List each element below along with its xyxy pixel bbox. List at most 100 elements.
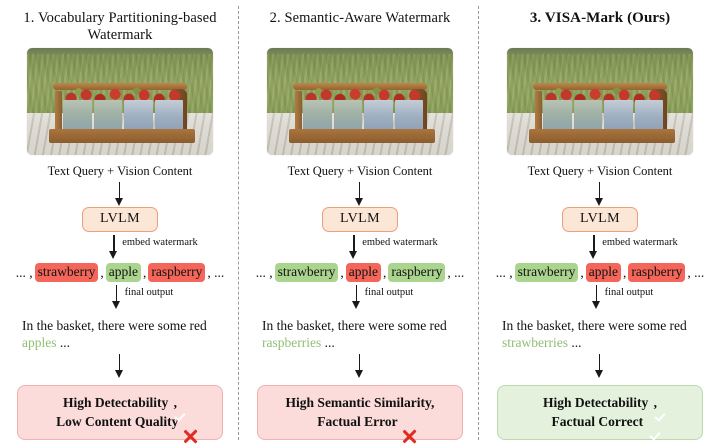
sentence-highlight: apples [22,335,57,351]
arrow-down-icon [108,235,120,260]
arrow-down-icon [348,235,360,260]
lvlm-box: LVLM [322,207,398,233]
token: , [143,264,147,280]
token-raspberry: raspberry [628,263,686,283]
result-line-2: Factual Correct [504,412,696,431]
arrow-down-icon [594,182,606,207]
result-line-1-text: High Detectability [542,395,649,410]
punnet [394,100,423,133]
punnets [303,100,423,133]
token-apple: apple [105,263,141,283]
photo-sky [27,48,213,56]
crate-base [49,129,195,144]
punnets [63,100,183,133]
punnet [543,100,572,133]
token: , [580,264,584,280]
final-output-caption: final output [604,287,654,299]
token: , [100,264,104,280]
column-divider-1 [238,6,239,440]
punnet [634,100,663,133]
result-line-1: High Detectability , [504,393,696,412]
embed-watermark-caption: embed watermark [602,237,678,249]
final-output-caption: final output [364,287,414,299]
token-raspberry: raspberry [148,263,206,283]
punnet [303,100,332,133]
punnet [93,100,122,133]
sentence-prefix: In the basket, there were some red [262,318,447,334]
photo-crate [49,81,195,144]
result-line-1: High Detectability , [24,393,216,412]
column-divider-2 [478,6,479,440]
token: , [340,264,344,280]
result-box: High Semantic Similarity, Factual Error [257,385,463,440]
crate-left-post [295,91,302,136]
token-row: ... , strawberry , apple , raspberry , .… [15,263,225,283]
arrow-down-icon [114,182,126,207]
token: , ... [207,264,225,280]
final-output-arrow: final output [111,282,173,311]
lvlm-box: LVLM [562,207,638,233]
final-output-arrow: final output [591,282,654,311]
punnet [63,100,92,133]
result-line-1-tail: , [653,395,658,410]
token: , ... [687,264,705,280]
token-apple: apple [585,263,621,283]
photo-sky [267,48,453,56]
column-visa-mark: 3. VISA-Mark (Ours) Text Query + Vision … [480,0,720,446]
punnet [573,100,602,133]
arrow-down-icon [591,285,603,310]
arrow-down-icon [594,354,606,379]
sentence-suffix: ... [567,335,582,351]
result-line-2: Low Content Quality [24,412,216,431]
punnets [543,100,663,133]
token: ... , [495,264,513,280]
punnet [124,100,153,133]
lvlm-box: LVLM [82,207,158,233]
strawberry-basket-photo [267,48,453,156]
token-row: ... , strawberry , apple , raspberry , .… [255,263,465,283]
token-raspberry: raspberry [388,263,446,283]
sentence-suffix: ... [56,335,70,351]
column-vocabulary-partitioning: 1. Vocabulary Partitioning-based Waterma… [0,0,240,446]
input-label: Text Query + Vision Content [527,164,673,179]
arrow-down-icon [354,354,366,379]
token-strawberry: strawberry [274,263,339,283]
embed-watermark-caption: embed watermark [122,237,198,249]
strawberry-basket-photo [27,48,213,156]
result-line-1-text: High Semantic Similarity, [285,395,435,410]
sentence-prefix: In the basket, there were some red [502,318,687,334]
arrow-down-icon [351,285,363,310]
token: , [383,264,387,280]
embed-watermark-caption: embed watermark [362,237,438,249]
result-line-2-text: Factual Error [317,414,398,429]
punnet [604,100,633,133]
output-sentence: In the basket, there were some red raspb… [262,317,458,351]
crate-left-post [55,91,62,136]
result-box: High Detectability , Factual Correct [497,385,703,440]
strawberry-basket-photo [507,48,693,156]
token: , [623,264,627,280]
input-label: Text Query + Vision Content [47,164,193,179]
column-title: 1. Vocabulary Partitioning-based Waterma… [23,10,217,43]
result-box: High Detectability , Low Content Quality [17,385,223,440]
arrow-down-icon [588,235,600,260]
arrow-down-icon [114,354,126,379]
token: ... , [255,264,273,280]
embed-watermark-arrow: embed watermark [588,232,678,261]
result-line-1-text: High Detectability [62,395,169,410]
result-line-1-tail: , [173,395,178,410]
punnet [333,100,362,133]
sentence-highlight: strawberries [502,335,568,351]
arrow-down-icon [111,285,123,310]
crate-left-post [535,91,542,136]
result-line-2-text: Low Content Quality [56,414,179,429]
final-output-arrow: final output [351,282,414,311]
output-sentence: In the basket, there were some red apple… [22,317,218,351]
sentence-prefix: In the basket, there were some red [22,318,207,334]
photo-crate [289,81,435,144]
token-apple: apple [345,263,381,283]
punnet [364,100,393,133]
column-title: 2. Semantic-Aware Watermark [269,10,451,26]
token-strawberry: strawberry [34,263,99,283]
photo-sky [507,48,693,56]
